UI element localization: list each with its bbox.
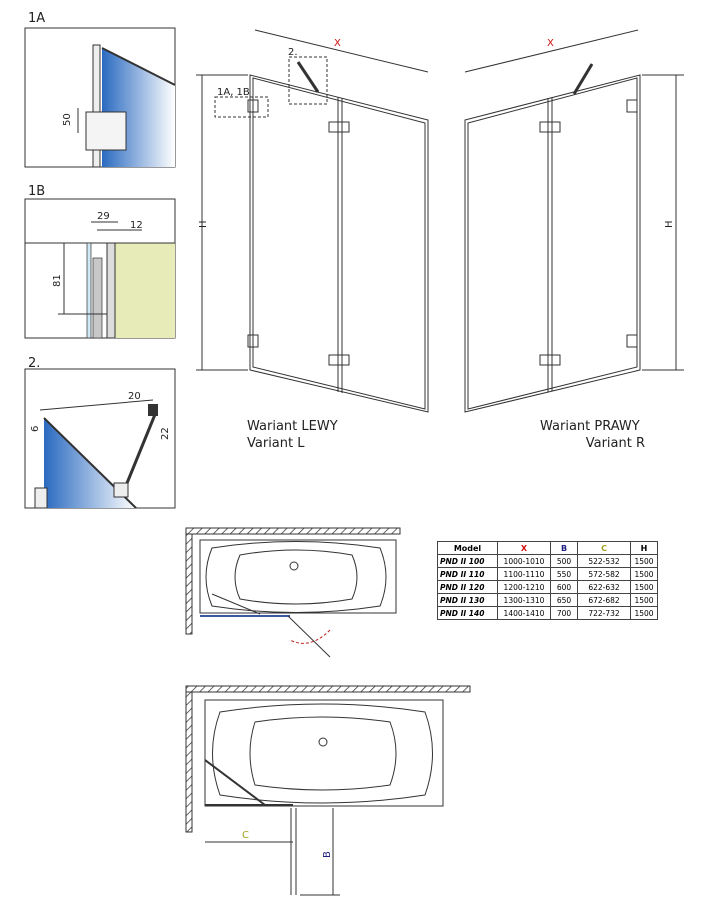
left-x-label: X: [334, 38, 341, 49]
table-cell: 600: [550, 580, 578, 594]
header-b: B: [550, 541, 578, 555]
table-cell: 722-732: [577, 606, 631, 620]
callout-1a-1b: 1A, 1B: [217, 87, 250, 98]
caption-left-pl: Wariant LEWY: [247, 419, 338, 434]
detail-2: 2. 20 6 22: [24, 356, 176, 509]
detail-2-label: 2.: [28, 356, 40, 371]
header-h: H: [630, 541, 658, 555]
right-elevation: [464, 29, 684, 413]
table-cell: 1000-1010: [497, 554, 551, 568]
right-h-label: H: [664, 220, 675, 228]
table-cell: 1500: [630, 554, 658, 568]
caption-right-pl: Wariant PRAWY: [540, 419, 640, 434]
dim-12: 12: [130, 220, 143, 231]
table-cell: 650: [550, 593, 578, 607]
dim-22: 22: [160, 427, 171, 440]
dim-6: 6: [30, 426, 41, 432]
table-cell: 1200-1210: [497, 580, 551, 594]
table-cell: PND II 100: [437, 554, 498, 568]
header-model: Model: [437, 541, 498, 555]
table-cell: 1300-1310: [497, 593, 551, 607]
table-cell: PND II 110: [437, 567, 498, 581]
plan-view-open: [185, 527, 401, 658]
header-c: C: [577, 541, 631, 555]
table-cell: PND II 120: [437, 580, 498, 594]
table-cell: 622-632: [577, 580, 631, 594]
table-cell: PND II 140: [437, 606, 498, 620]
detail-1a-label: 1A: [28, 11, 45, 26]
dim-29: 29: [97, 211, 110, 222]
table-cell: 550: [550, 567, 578, 581]
header-x: X: [497, 541, 551, 555]
caption-right-en: Variant R: [586, 436, 645, 451]
detail-1b: 1B 29 12 81: [24, 184, 176, 339]
detail-1b-label: 1B: [28, 184, 45, 199]
left-elevation: [196, 29, 429, 413]
table-cell: 522-532: [577, 554, 631, 568]
left-h-label: H: [198, 220, 209, 228]
caption-left-en: Variant L: [247, 436, 305, 451]
table-cell: 1500: [630, 580, 658, 594]
table-cell: 1400-1410: [497, 606, 551, 620]
plan-b-label: B: [322, 851, 333, 858]
table-header-row: Model X B C H: [437, 541, 658, 555]
table-cell: 1500: [630, 567, 658, 581]
detail-1a: 1A 50: [24, 11, 176, 168]
callout-2: 2.: [288, 47, 298, 58]
table-cell: 1500: [630, 606, 658, 620]
right-x-label: X: [547, 38, 554, 49]
dim-50: 50: [62, 113, 73, 126]
table-cell: 1500: [630, 593, 658, 607]
table-cell: 700: [550, 606, 578, 620]
plan-view-closed: [185, 685, 471, 896]
table-cell: PND II 130: [437, 593, 498, 607]
table-cell: 1100-1110: [497, 567, 551, 581]
dim-20: 20: [128, 391, 141, 402]
dim-81: 81: [52, 274, 63, 287]
table-cell: 672-682: [577, 593, 631, 607]
plan-c-label: C: [242, 830, 249, 841]
table-cell: 500: [550, 554, 578, 568]
table-cell: 572-582: [577, 567, 631, 581]
